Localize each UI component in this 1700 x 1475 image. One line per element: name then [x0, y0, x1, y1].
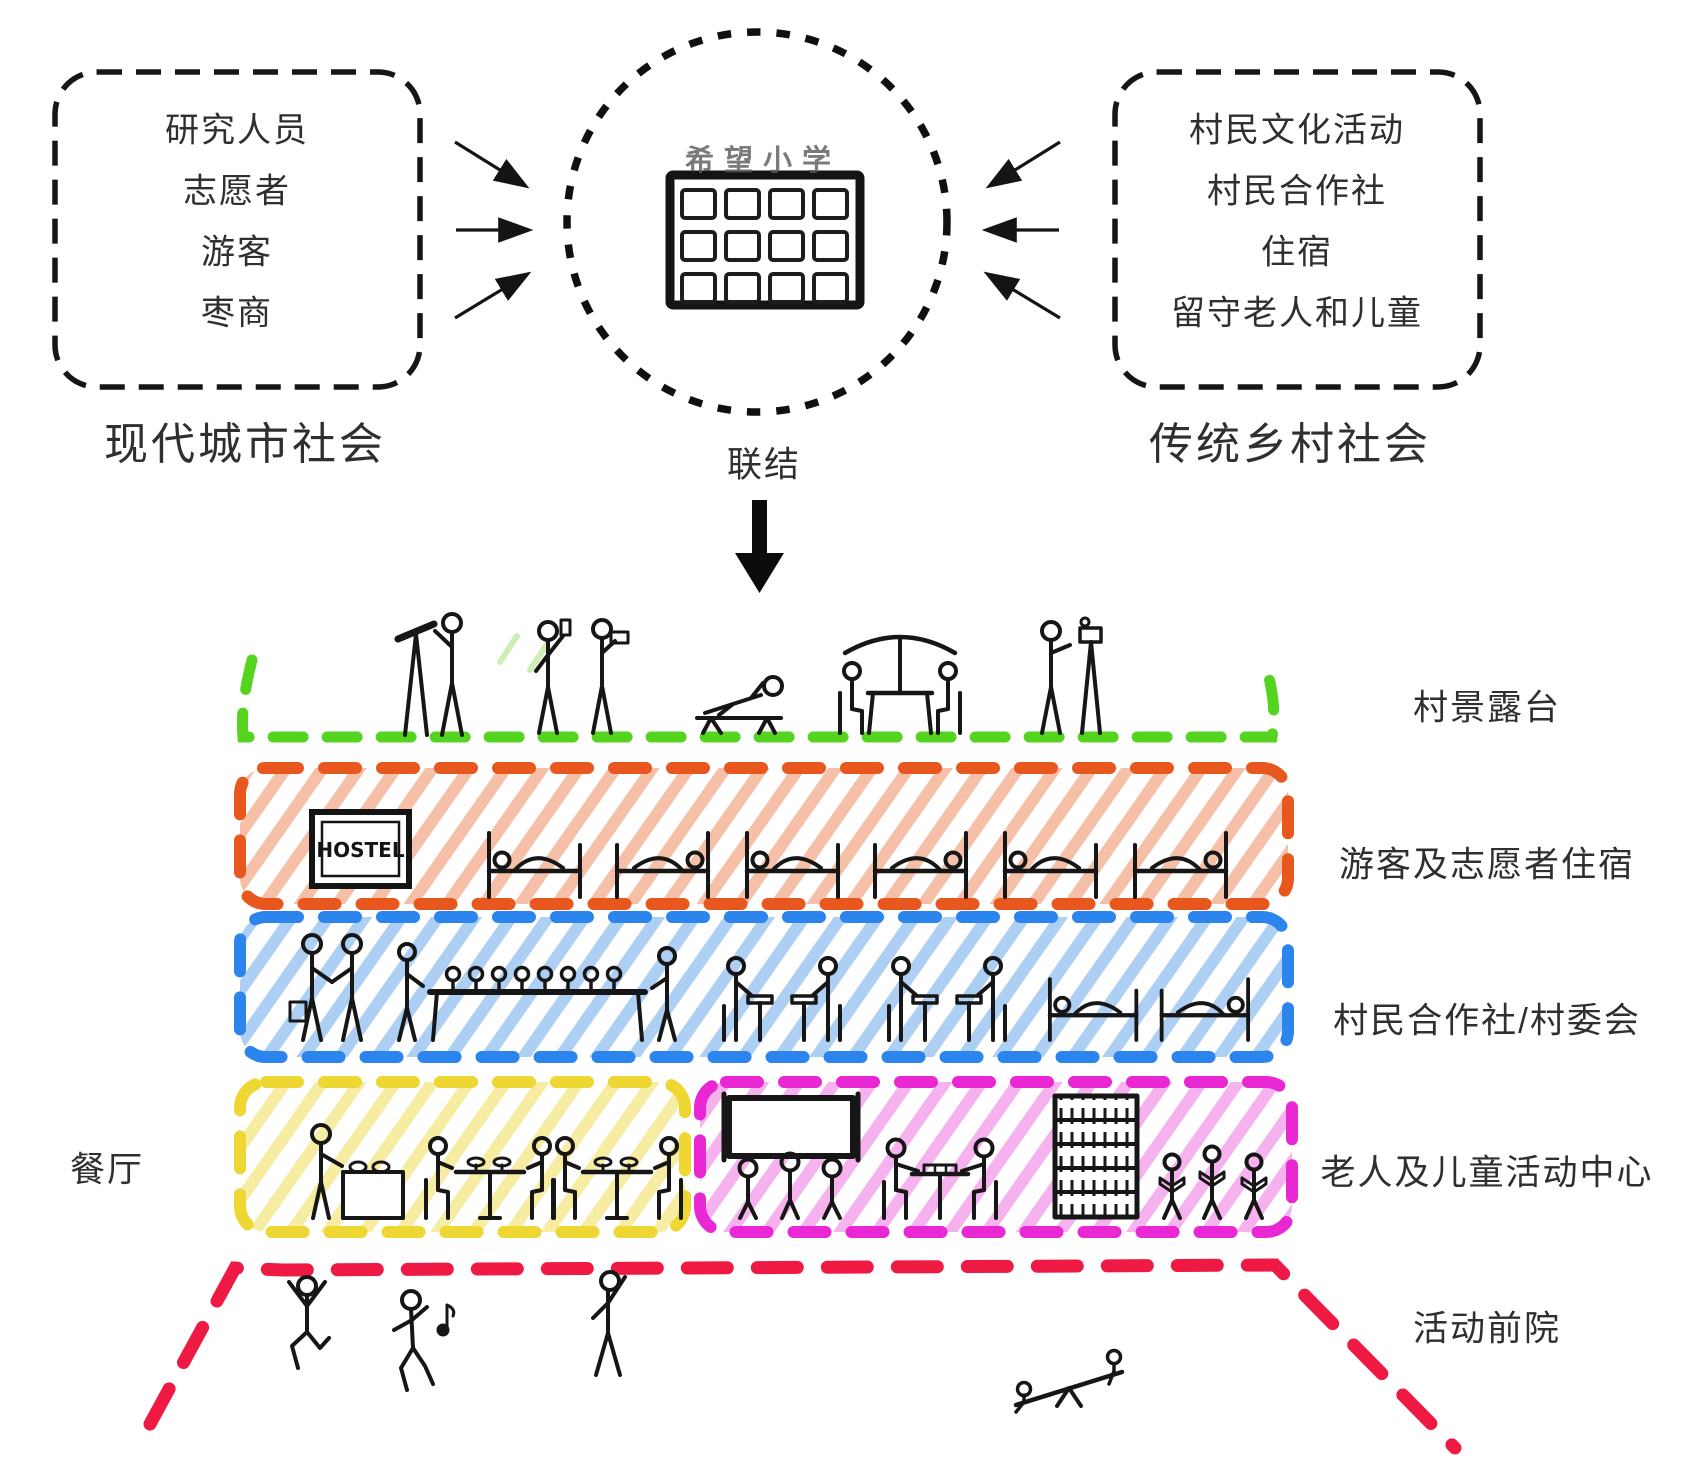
coop-floor-zone [234, 911, 1294, 1063]
bookshelf-icon [1052, 1093, 1140, 1220]
audience-icon [737, 1151, 843, 1220]
work-desks-icon [722, 956, 842, 1042]
right-arrows [981, 140, 1061, 320]
front-yard-label: 活动前院 [1412, 1309, 1562, 1349]
left-box-item-researchers: 研究人员 [165, 111, 309, 150]
sunbather-icon [695, 675, 784, 735]
left-box-item-merchants: 枣商 [201, 294, 273, 333]
left-box-item-volunteers: 志愿者 [183, 172, 291, 211]
reading-children-icon [1158, 1144, 1268, 1220]
board-game-players-icon [882, 1137, 998, 1220]
terrace-label: 村景露台 [1412, 688, 1562, 728]
telescope-viewer-icon [394, 612, 464, 737]
right-box-item-lodging: 住宿 [1261, 233, 1333, 272]
hostel-sign-text: HOSTEL [316, 838, 404, 862]
urban-society-box [52, 69, 423, 390]
photographer-icon [591, 618, 630, 735]
rural-society-label: 传统乡村社会 [1149, 420, 1431, 469]
projection-screen-icon [721, 1091, 861, 1163]
left-arrows [454, 140, 534, 320]
dancing-person-icon [392, 1289, 456, 1392]
down-arrow-icon [735, 500, 784, 593]
cook-counter-icon [310, 1123, 405, 1220]
arrow-right-3 [983, 271, 1061, 320]
hostel-sign-icon: HOSTEL [309, 809, 412, 889]
selfie-taker-icon [534, 618, 572, 735]
right-box-item-coop: 村民合作社 [1207, 172, 1387, 211]
parasol-table-icon [838, 634, 962, 735]
arrow-right-1 [985, 140, 1061, 189]
handshake-pair-icon [288, 933, 363, 1042]
exercising-person-icon [591, 1270, 627, 1377]
hostel-floor-label: 游客及志愿者住宿 [1338, 845, 1636, 885]
school-building-icon [665, 170, 865, 310]
link-circle [563, 28, 951, 416]
arrow-left-1 [454, 140, 530, 189]
left-box-item-tourists: 游客 [201, 233, 273, 272]
front-yard-boundary [143, 1258, 1462, 1455]
meeting-table-icon [397, 942, 677, 1042]
dining-label: 餐厅 [69, 1150, 145, 1190]
coop-floor-label: 村民合作社/村委会 [1333, 1001, 1641, 1041]
work-desks-icon [887, 956, 1007, 1042]
right-box-item-culture: 村民文化活动 [1189, 111, 1405, 150]
school-caption: 希望小学 [684, 145, 842, 177]
arrow-left-3 [454, 271, 532, 320]
dining-table-icon [551, 1136, 683, 1220]
terrace-floor-line [237, 654, 1280, 743]
activity-center-label: 老人及儿童活动中心 [1320, 1153, 1654, 1193]
right-box-item-leftbehind: 留守老人和儿童 [1171, 294, 1423, 333]
rural-society-box [1112, 69, 1483, 390]
urban-society-label: 现代城市社会 [104, 420, 386, 469]
seesaw-icon [1013, 1348, 1125, 1414]
jumping-person-icon [287, 1275, 331, 1370]
link-label: 联结 [726, 445, 802, 485]
dining-table-icon [424, 1136, 556, 1220]
videographer-icon [1040, 616, 1103, 735]
green-sketch-marks [497, 633, 550, 673]
